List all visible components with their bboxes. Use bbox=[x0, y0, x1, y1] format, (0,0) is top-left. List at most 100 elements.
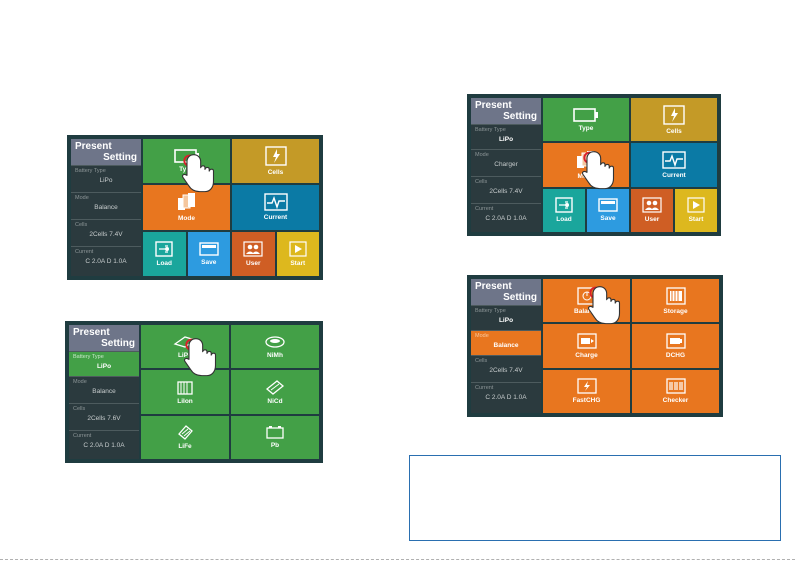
nicd-battery-icon bbox=[265, 380, 285, 395]
menu-grid: Type Cells Mode Current Load Save User bbox=[543, 98, 717, 232]
lipo-button-label: LiPo bbox=[177, 351, 193, 359]
user-button-label: User bbox=[246, 259, 261, 267]
mode-info: Mode Balance bbox=[471, 330, 541, 355]
start-button-label: Start bbox=[290, 259, 306, 267]
current-label: Current bbox=[475, 385, 494, 391]
current-label: Current bbox=[73, 433, 92, 439]
cells-button-label: Cells bbox=[267, 169, 284, 177]
cells-label: Cells bbox=[475, 358, 488, 364]
sidebar-title-line1: Present bbox=[73, 327, 110, 338]
user-button[interactable]: User bbox=[631, 188, 673, 232]
mode-label: Mode bbox=[475, 333, 489, 339]
checker-button-label: Checker bbox=[662, 397, 689, 405]
sidebar-title-line1: Present bbox=[475, 281, 512, 292]
pb-button[interactable]: Pb bbox=[231, 415, 319, 459]
mode-value: Balance bbox=[94, 204, 118, 211]
checker-button[interactable]: Checker bbox=[632, 369, 719, 413]
battery-type-value: LiPo bbox=[96, 363, 112, 370]
load-button[interactable]: Load bbox=[543, 188, 585, 232]
nicd-button-label: NiCd bbox=[267, 397, 283, 405]
cells-label: Cells bbox=[75, 222, 88, 228]
type-button[interactable]: Type bbox=[143, 139, 230, 184]
fast-charge-icon bbox=[576, 378, 597, 394]
discharge-icon bbox=[665, 333, 686, 349]
checker-icon bbox=[665, 378, 686, 394]
cells-button-label: Cells bbox=[666, 127, 682, 135]
mode-value: Balance bbox=[92, 388, 116, 395]
cells-value: 2Cells 7.4V bbox=[489, 188, 523, 195]
start-button-label: Start bbox=[688, 216, 704, 224]
cells-label: Cells bbox=[73, 406, 86, 412]
save-button[interactable]: Save bbox=[587, 188, 629, 232]
battery-type-info: Battery Type LiPo bbox=[71, 165, 141, 192]
cells-info: Cells 2Cells 7.4V bbox=[71, 219, 141, 246]
load-button-label: Load bbox=[156, 259, 173, 267]
start-button[interactable]: Start bbox=[276, 231, 319, 276]
sidebar-title-line2: Setting bbox=[103, 151, 137, 163]
current-button[interactable]: Current bbox=[631, 143, 717, 187]
battery-icon bbox=[573, 107, 598, 122]
mode-label: Mode bbox=[73, 379, 87, 385]
nimh-button-label: NiMh bbox=[267, 351, 283, 359]
sidebar-title: Present Setting bbox=[471, 98, 541, 124]
fastchg-button[interactable]: FastCHG bbox=[543, 369, 630, 413]
nicd-button[interactable]: NiCd bbox=[231, 370, 319, 414]
nimh-button[interactable]: NiMh bbox=[231, 325, 319, 369]
battery-type-info: Battery Type LiPo bbox=[471, 305, 541, 330]
battery-type-grid: LiPo NiMh LiIon NiCd LiFe Pb bbox=[141, 325, 319, 459]
cells-info: Cells 2Cells 7.4V bbox=[471, 176, 541, 203]
battery-type-value: LiPo bbox=[498, 317, 514, 324]
play-icon bbox=[687, 197, 705, 213]
current-button-label: Current bbox=[662, 171, 686, 179]
lipo-button[interactable]: LiPo bbox=[141, 325, 229, 369]
mode-button[interactable]: Mode bbox=[143, 185, 230, 230]
liion-button[interactable]: LiIon bbox=[141, 370, 229, 414]
fastchg-button-label: FastCHG bbox=[572, 397, 601, 405]
pb-battery-icon bbox=[266, 426, 284, 439]
charge-mode-screen: Present Setting Battery Type LiPo Mode B… bbox=[467, 275, 723, 417]
battery-type-screen: Present Setting Battery Type LiPo Mode B… bbox=[65, 321, 323, 463]
user-button[interactable]: User bbox=[232, 231, 275, 276]
cells-value: 2Cells 7.6V bbox=[87, 415, 121, 422]
mode-value: Charger bbox=[494, 161, 518, 168]
cells-value: 2Cells 7.4V bbox=[89, 231, 123, 238]
sidebar-title: Present Setting bbox=[71, 139, 141, 165]
pb-button-label: Pb bbox=[270, 442, 280, 450]
life-button[interactable]: LiFe bbox=[141, 415, 229, 459]
start-button[interactable]: Start bbox=[675, 188, 717, 232]
sidebar-title-line1: Present bbox=[75, 141, 112, 152]
battery-type-label: Battery Type bbox=[475, 308, 506, 314]
lipo-battery-icon bbox=[173, 335, 197, 348]
current-button-label: Current bbox=[263, 214, 288, 222]
cells-button[interactable]: Cells bbox=[631, 98, 717, 142]
life-battery-icon bbox=[178, 425, 193, 441]
balance-button[interactable]: Balance bbox=[543, 279, 630, 323]
play-icon bbox=[289, 241, 307, 257]
mode-button[interactable]: Mode bbox=[543, 143, 629, 187]
current-info: Current C 2.0A D 1.0A bbox=[69, 430, 139, 457]
charge-button[interactable]: Charge bbox=[543, 324, 630, 368]
storage-button-label: Storage bbox=[663, 307, 688, 315]
load-button[interactable]: Load bbox=[143, 231, 186, 276]
current-button[interactable]: Current bbox=[232, 185, 319, 230]
dchg-button[interactable]: DCHG bbox=[632, 324, 719, 368]
main-menu-screen: Present Setting Battery Type LiPo Mode B… bbox=[67, 135, 323, 280]
save-button[interactable]: Save bbox=[187, 231, 230, 276]
storage-button[interactable]: Storage bbox=[632, 279, 719, 323]
current-value: C 2.0A D 1.0A bbox=[85, 258, 127, 265]
user-button-label: User bbox=[644, 216, 660, 224]
cells-info: Cells 2Cells 7.6V bbox=[69, 403, 139, 430]
battery-type-label: Battery Type bbox=[73, 354, 104, 360]
sidebar-title: Present Setting bbox=[69, 325, 139, 351]
liion-battery-icon bbox=[177, 381, 193, 395]
cells-button[interactable]: Cells bbox=[232, 139, 319, 184]
save-button-label: Save bbox=[600, 215, 616, 223]
type-button[interactable]: Type bbox=[543, 98, 629, 142]
sidebar-title-line1: Present bbox=[475, 100, 512, 111]
waveform-icon bbox=[263, 193, 288, 212]
nimh-battery-icon bbox=[265, 336, 285, 348]
type-button-label: Type bbox=[179, 166, 194, 174]
user-icon bbox=[243, 241, 263, 257]
save-button-label: Save bbox=[201, 258, 217, 266]
user-icon bbox=[642, 197, 662, 213]
